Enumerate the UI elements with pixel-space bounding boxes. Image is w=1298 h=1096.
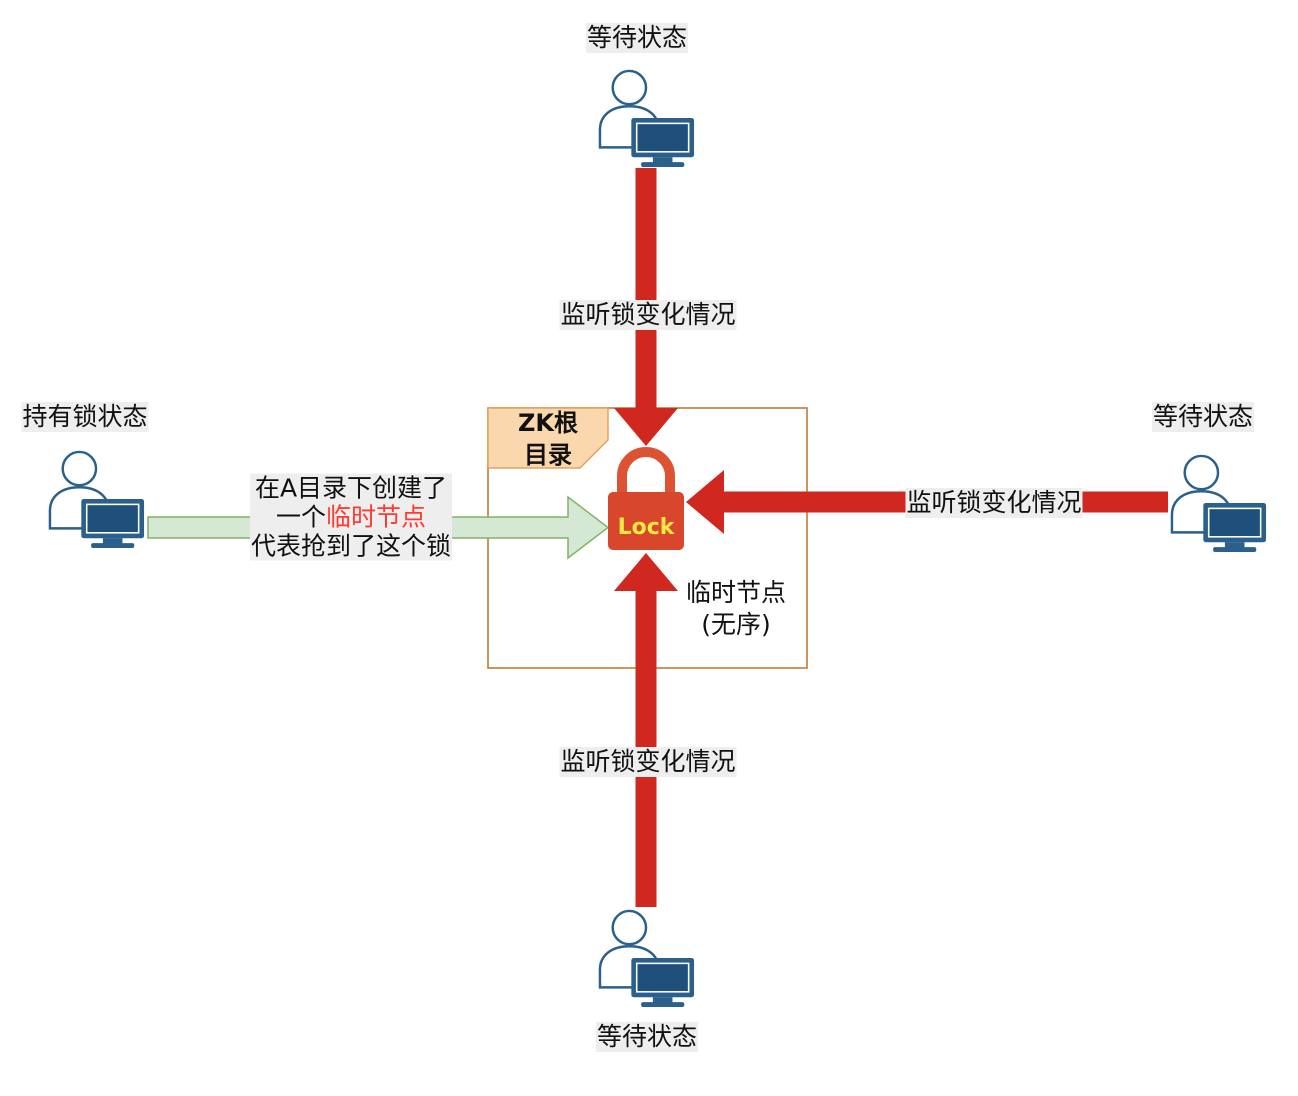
bottom-watch-edge-label: 监听锁变化情况 [559,747,737,777]
padlock-icon [608,447,684,550]
zk-root-tab [487,407,609,469]
bottom-client-user-computer-icon [598,909,696,1008]
top-client-user-computer-icon [598,69,696,168]
ephemeral-node-label-line-1: 临时节点 [685,578,787,607]
zk-root-label-line-2: 目录 [524,441,572,469]
bottom-watch-arrow [614,553,678,907]
ephemeral-node-label-line-2: (无序) [701,610,771,639]
left-client-user-computer-icon [48,450,146,549]
bottom-client-state-label: 等待状态 [595,1022,699,1052]
right-client-user-computer-icon [1170,454,1268,553]
top-client-state-label: 等待状态 [585,23,689,53]
create-label-line-1: 在A目录下创建了 [254,473,448,503]
create-label-line-3: 代表抢到了这个锁 [250,531,452,561]
zk-root-label: ZK根 目录 [518,407,578,471]
create-node-edge-label: 在A目录下创建了 一个临时节点 代表抢到了这个锁 [249,473,453,561]
right-watch-edge-label: 监听锁变化情况 [905,488,1083,518]
right-client-state-label: 等待状态 [1151,402,1255,432]
create-label-highlight: 临时节点 [325,502,427,532]
create-label-line-2-prefix: 一个 [275,502,326,532]
ephemeral-node-label: 临时节点 (无序) [686,577,786,641]
create-label-line-2: 一个临时节点 [251,503,451,532]
padlock-shackle [617,447,675,497]
top-watch-edge-label: 监听锁变化情况 [559,300,737,330]
left-client-state-label: 持有锁状态 [21,402,149,432]
padlock-body [608,492,684,550]
lock-label: Lock [617,515,675,540]
zk-root-label-line-1: ZK根 [518,409,578,437]
